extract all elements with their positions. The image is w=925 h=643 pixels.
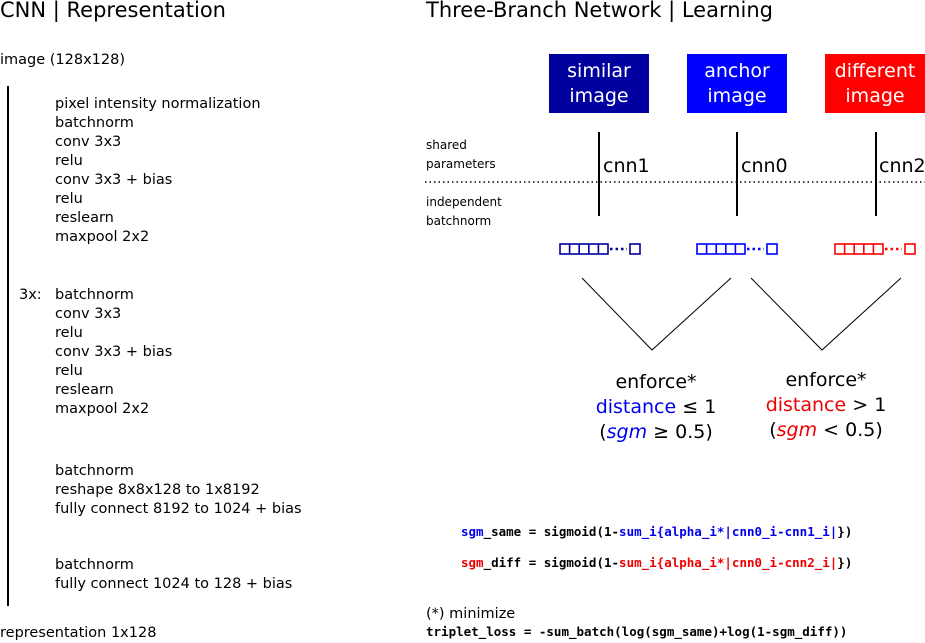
layer-item: reslearn: [55, 382, 114, 398]
layer-item: maxpool 2x2: [55, 401, 150, 417]
layer-item: fully connect 1024 to 128 + bias: [55, 576, 293, 592]
formula-sum: sum_i{alpha_i*|cnn0_i-cnn2_i|: [619, 555, 838, 570]
comparison-v-left: [581, 277, 732, 351]
distance-word: distance: [765, 394, 847, 416]
box-label: different: [834, 59, 916, 82]
formula-sgm-same: sgm_same = sigmoid(1-sum_i{alpha_i*|cnn0…: [461, 524, 852, 539]
enforce-label: enforce*: [615, 371, 697, 393]
feature-vector-cnn0: [696, 243, 778, 255]
similar-image-box: similar image: [549, 54, 649, 113]
layer-item: conv 3x3: [55, 134, 122, 150]
layer-item: reslearn: [55, 210, 114, 226]
feature-vector-cnn2: [834, 243, 916, 255]
formula-part: _diff = sigmoid(1-: [483, 555, 620, 570]
condition: ≤ 1: [676, 396, 717, 418]
box-label: anchor: [704, 59, 770, 82]
output-label: representation 1x128: [0, 625, 157, 641]
minimize-label: (*) minimize: [426, 606, 516, 622]
triplet-loss-formula: triplet_loss = -sum_batch(log(sgm_same)+…: [426, 624, 848, 639]
paren: (: [599, 421, 607, 443]
box-label: image: [707, 84, 767, 107]
formula-part: _same = sigmoid(1-: [483, 524, 620, 539]
layer-item: relu: [55, 325, 83, 341]
comparison-v-right: [750, 277, 902, 351]
cnn0-label: cnn0: [741, 155, 788, 177]
independent-batchnorm-label: independent batchnorm: [426, 193, 502, 231]
condition: ≥ 0.5): [647, 421, 713, 443]
shared-parameters-label: shared parameters: [426, 136, 496, 174]
box-label: image: [845, 84, 905, 107]
repeat-label: 3x:: [19, 287, 42, 303]
condition: > 1: [846, 394, 887, 416]
layer-item: batchnorm: [55, 115, 134, 131]
distance-condition: distance > 1: [746, 393, 906, 418]
formula-sum: sum_i{alpha_i*|cnn0_i-cnn1_i|: [619, 524, 838, 539]
label-line: batchnorm: [426, 214, 492, 228]
anchor-image-box: anchor image: [687, 54, 787, 113]
layer-item: pixel intensity normalization: [55, 96, 261, 112]
formula-lhs: sgm: [461, 555, 484, 570]
layer-block-1: pixel intensity normalization batchnorm …: [55, 95, 261, 247]
layer-item: relu: [55, 153, 83, 169]
cnn2-label: cnn2: [879, 155, 925, 177]
sgm-word: sgm: [606, 421, 648, 443]
input-label: image (128x128): [0, 52, 126, 68]
box-label: image: [569, 84, 629, 107]
layer-block-2: batchnorm conv 3x3 relu conv 3x3 + bias …: [55, 286, 172, 419]
different-image-box: different image: [825, 54, 925, 113]
label-line: independent: [426, 195, 502, 209]
label-line: parameters: [426, 157, 496, 171]
layer-item: relu: [55, 363, 83, 379]
layer-item: batchnorm: [55, 463, 134, 479]
formula-part: }): [837, 524, 853, 539]
paren: (: [769, 419, 777, 441]
enforce-label: enforce*: [785, 369, 867, 391]
right-title: Three-Branch Network | Learning: [426, 0, 774, 22]
label-line: shared: [426, 138, 467, 152]
formula-sgm-diff: sgm_diff = sigmoid(1-sum_i{alpha_i*|cnn0…: [461, 555, 852, 570]
sgm-word: sgm: [776, 419, 818, 441]
layer-item: conv 3x3 + bias: [55, 344, 173, 360]
condition: < 0.5): [817, 419, 883, 441]
layer-block-4: batchnorm fully connect 1024 to 128 + bi…: [55, 556, 292, 594]
layer-block-3: batchnorm reshape 8x8x128 to 1x8192 full…: [55, 462, 302, 519]
layer-item: conv 3x3: [55, 306, 122, 322]
box-label: similar: [567, 59, 631, 82]
left-title: CNN | Representation: [0, 0, 226, 22]
layer-item: reshape 8x8x128 to 1x8192: [55, 482, 260, 498]
layer-item: fully connect 8192 to 1024 + bias: [55, 501, 302, 517]
layer-item: maxpool 2x2: [55, 229, 150, 245]
feature-vector-cnn1: [559, 243, 641, 255]
distance-condition: distance ≤ 1: [576, 395, 736, 420]
enforce-similar-text: enforce* distance ≤ 1 (sgm ≥ 0.5): [576, 370, 736, 445]
layer-item: relu: [55, 191, 83, 207]
layer-item: batchnorm: [55, 287, 134, 303]
cnn1-label: cnn1: [603, 155, 650, 177]
formula-part: }): [837, 555, 853, 570]
distance-word: distance: [595, 396, 677, 418]
sgm-condition: (sgm < 0.5): [746, 418, 906, 443]
layer-item: conv 3x3 + bias: [55, 172, 173, 188]
formula-lhs: sgm: [461, 524, 484, 539]
layer-item: batchnorm: [55, 557, 134, 573]
enforce-different-text: enforce* distance > 1 (sgm < 0.5): [746, 368, 906, 443]
sgm-condition: (sgm ≥ 0.5): [576, 420, 736, 445]
